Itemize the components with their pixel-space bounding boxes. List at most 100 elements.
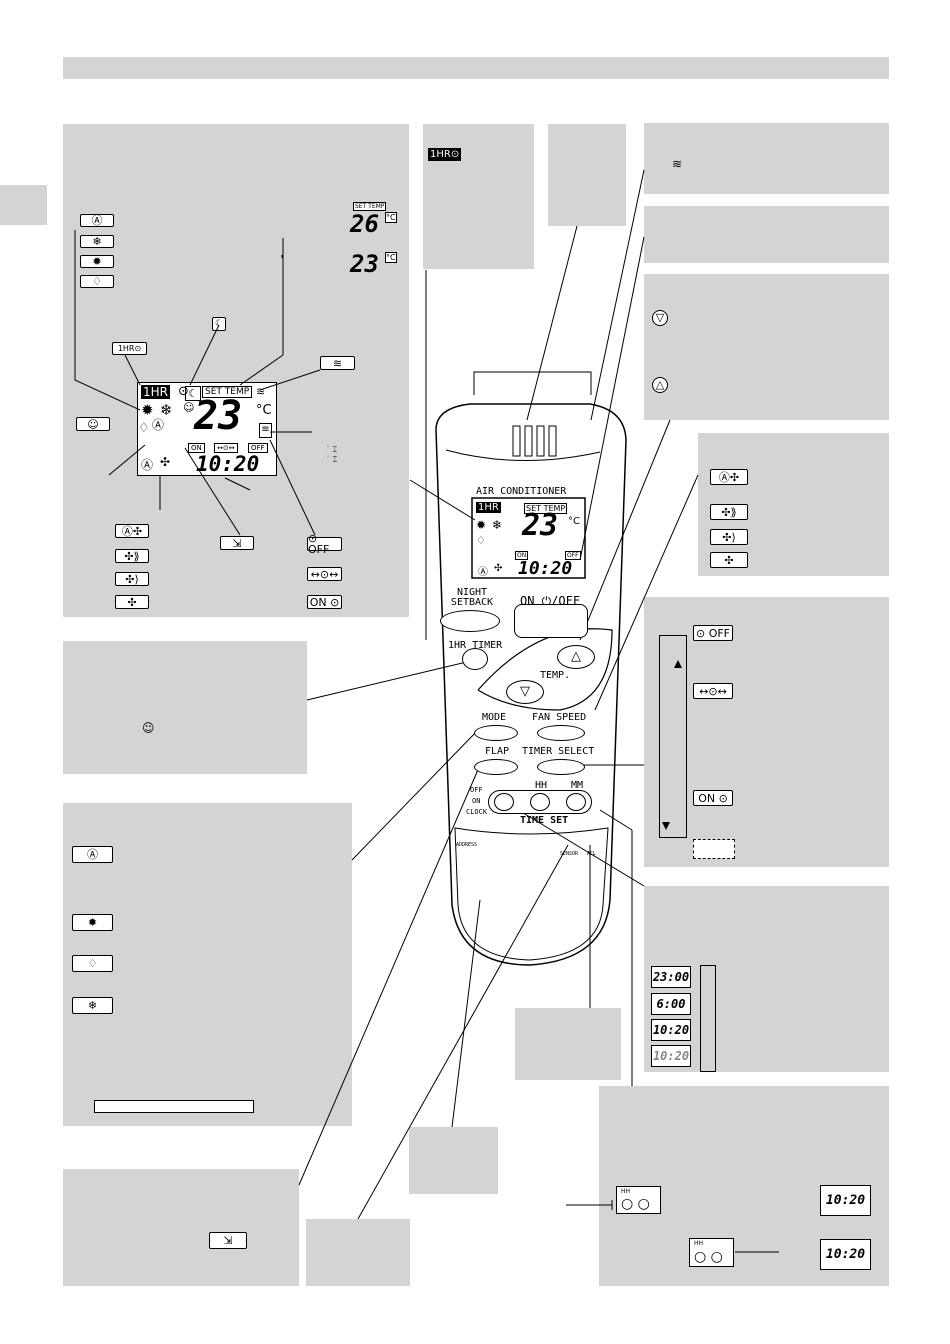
on-off-button[interactable] bbox=[514, 604, 588, 638]
mode-panel-auto: Ⓐ bbox=[72, 846, 113, 863]
address-label: ADDRESS bbox=[456, 842, 478, 848]
night-panel-smile: ☺ bbox=[142, 721, 155, 735]
night-setback-panel: ☺ bbox=[63, 641, 307, 774]
header-bar bbox=[63, 57, 889, 79]
remote-lcd-cool: ❄ bbox=[492, 518, 503, 532]
timer-select-button[interactable] bbox=[537, 759, 585, 775]
mode-button[interactable] bbox=[474, 725, 518, 741]
remote-lcd-auto: Ⓐ bbox=[478, 567, 488, 578]
hh-button[interactable] bbox=[530, 793, 550, 811]
fan-high-icon: ✣⟫ bbox=[115, 549, 149, 563]
fan-panel-auto: Ⓐ✣ bbox=[710, 469, 748, 485]
temp-down-icon: ▽ bbox=[652, 310, 668, 326]
hh-box-label-1: HH bbox=[621, 1188, 631, 1195]
timer-on-icon: ON ⊙ bbox=[307, 595, 342, 609]
remote-lcd-set-temp: SET TEMP bbox=[524, 503, 568, 514]
fan-speed-panel: Ⓐ✣ ✣⟫ ✣⟩ ✣ bbox=[698, 433, 889, 576]
mode-panel-note-box bbox=[94, 1100, 254, 1113]
hh-box-buttons-2: ○ ○ bbox=[694, 1249, 723, 1265]
one-hr-panel-icon: 1HR⊙ bbox=[428, 148, 462, 161]
night-setback-label: NIGHT SETBACK bbox=[450, 587, 494, 608]
cover-panel bbox=[409, 1127, 498, 1194]
lcd-auto-fan: Ⓐ bbox=[141, 458, 154, 472]
clock-time-4: 10:20 bbox=[651, 1045, 691, 1067]
mode-panel-dry: ♢ bbox=[72, 955, 113, 972]
clock-mode-button[interactable] bbox=[494, 793, 514, 811]
flap-position-marks: ˙ ⌶˙ ⌶ bbox=[326, 445, 338, 464]
flap-label: FLAP bbox=[485, 746, 510, 757]
timer-panel-on: ON ⊙ bbox=[693, 790, 733, 806]
lcd-auto-icon: Ⓐ bbox=[152, 418, 165, 432]
hh-label: HH bbox=[535, 780, 548, 791]
fan-panel-high: ✣⟫ bbox=[710, 504, 748, 520]
remote-lcd-fan: ✣ bbox=[494, 563, 503, 574]
fan-panel-med: ✣⟩ bbox=[710, 529, 748, 545]
mm-button[interactable] bbox=[566, 793, 586, 811]
timer-onoff-icon: ↔⊙↔ bbox=[307, 567, 342, 581]
temp-up-button[interactable]: △ bbox=[557, 645, 595, 669]
flap-panel-icon: ⇲ bbox=[209, 1232, 247, 1249]
timer-select-panel: ⊙ OFF ↔⊙↔ ON ⊙ bbox=[644, 597, 889, 867]
mode-panel: Ⓐ ✹ ♢ ❄ bbox=[63, 803, 352, 1126]
remote-lcd-unit: °C bbox=[568, 516, 580, 527]
one-hr-timer-button[interactable] bbox=[462, 648, 488, 670]
lcd-flap-icon: ≡ bbox=[259, 423, 272, 438]
night-setback-button[interactable] bbox=[440, 610, 500, 632]
remote-lcd-one-hr: 1HR bbox=[476, 502, 501, 513]
remote-lcd-time: 10:20 bbox=[518, 558, 573, 579]
lcd-display: 1HR ⊙ ☾ SET TEMP ≋ ✹ ❄ ☺ Ⓐ ♢ 23 °C ≡ ON … bbox=[137, 382, 277, 476]
sensor-label: SENSOR bbox=[560, 851, 579, 857]
clock-cycle-box bbox=[700, 965, 716, 1072]
signal-panel: ≋ bbox=[644, 123, 889, 194]
temp-label: TEMP. bbox=[540, 670, 571, 681]
cool-mode-icon: ❄ bbox=[80, 235, 114, 248]
time-set-panel: HH ○ ○ 10:20 HH ○ ○ 10:20 bbox=[599, 1086, 889, 1286]
hh-time-1: 10:20 bbox=[820, 1185, 871, 1216]
fan-speed-button[interactable] bbox=[537, 725, 585, 741]
signal-panel-icon: ≋ bbox=[672, 157, 683, 171]
on-label: ON bbox=[472, 797, 481, 805]
timer-select-label: TIMER SELECT bbox=[522, 746, 595, 757]
preview-temp-a: 26 bbox=[350, 210, 379, 238]
one-hr-timer-icon: 1HR⊙ bbox=[112, 342, 147, 355]
preview-unit-a: °C bbox=[385, 212, 397, 223]
side-tab bbox=[0, 185, 47, 225]
clock-time-3: 10:20 bbox=[651, 1019, 691, 1041]
time-set-label: TIME SET bbox=[520, 815, 569, 826]
night-setback-icon: ☾ bbox=[212, 317, 226, 331]
remote-lcd-dry: ♢ bbox=[476, 534, 486, 547]
reset-panel bbox=[515, 1008, 621, 1080]
lcd-temp: 23 bbox=[194, 393, 243, 439]
lcd-one-hr: 1HR bbox=[141, 385, 170, 399]
temp-up-icon: △ bbox=[652, 377, 668, 393]
remote-lcd-temp: 23 bbox=[522, 508, 559, 543]
lcd-unit: °C bbox=[256, 403, 272, 418]
preview-unit-b: °C bbox=[385, 252, 397, 263]
remote-title: AIR CONDITIONER bbox=[476, 486, 567, 497]
timer-none-box bbox=[693, 839, 735, 859]
off-label: OFF bbox=[470, 786, 483, 794]
transmitter-panel bbox=[548, 124, 626, 226]
temp-down-button[interactable]: ▽ bbox=[506, 680, 544, 704]
mode-panel-heat: ✹ bbox=[72, 914, 113, 931]
clock-time-2: 6:00 bbox=[651, 993, 691, 1015]
clock-time-1: 23:00 bbox=[651, 966, 691, 988]
lcd-signal-icon: ≋ bbox=[256, 385, 266, 398]
hh-time-2: 10:20 bbox=[820, 1239, 871, 1270]
lcd-set-temp: SET TEMP bbox=[202, 386, 253, 398]
lcd-clock-icon: ⊙ bbox=[178, 384, 189, 399]
signal-icon: ≋ bbox=[320, 356, 355, 370]
preview-temp-b: 23 bbox=[350, 250, 379, 278]
acl-label: ACL bbox=[587, 851, 597, 857]
fan-panel-low: ✣ bbox=[710, 552, 748, 568]
auto-mode-icon: Ⓐ bbox=[80, 214, 114, 227]
remote-lcd-on: ON bbox=[515, 551, 529, 560]
hh-button-box-2: HH ○ ○ bbox=[689, 1238, 734, 1267]
fan-med-icon: ✣⟩ bbox=[115, 572, 149, 586]
dry-mode-icon: ♢ bbox=[80, 275, 114, 288]
flap-button[interactable] bbox=[474, 759, 518, 775]
lcd-dry-icon: ♢ bbox=[138, 421, 150, 436]
mode-panel-cool: ❄ bbox=[72, 997, 113, 1014]
display-panel: Ⓐ ❄ ✹ ♢ SET TEMP 26 °C 23 °C ☾ 1HR⊙ ≋ ☺ … bbox=[63, 124, 409, 617]
clock-label: CLOCK bbox=[466, 808, 488, 816]
